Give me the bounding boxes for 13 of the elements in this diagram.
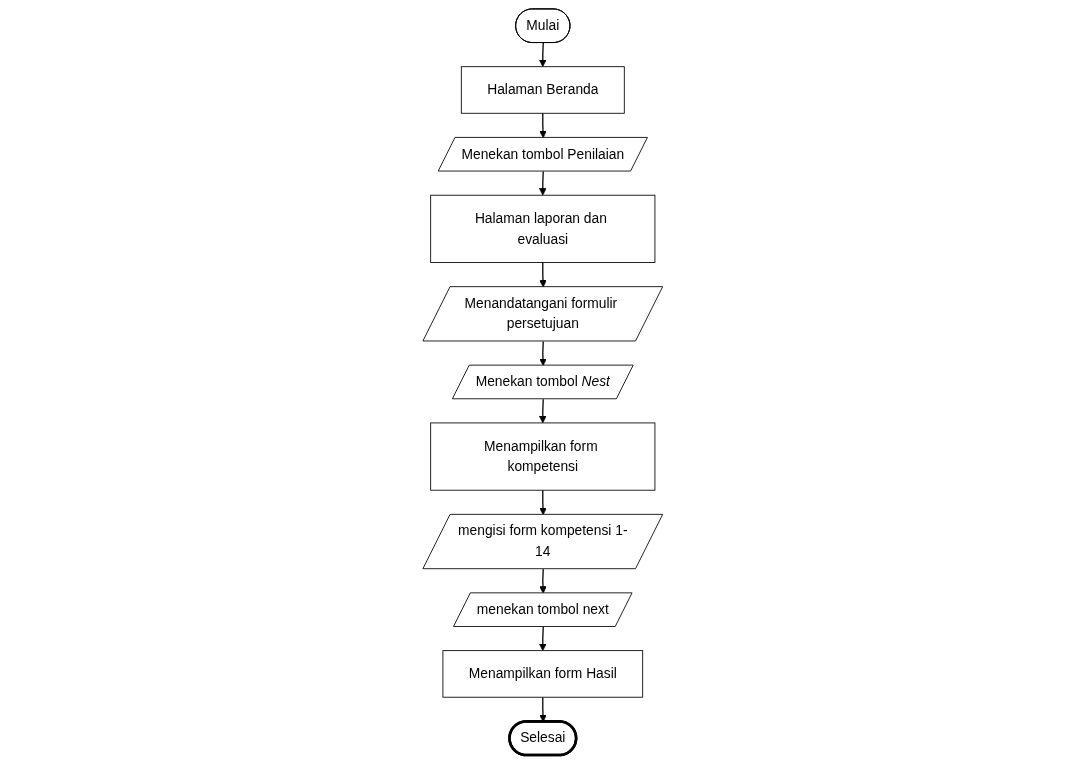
node-box: Halaman laporan dan evaluasi xyxy=(429,194,656,263)
arrow xyxy=(538,170,547,196)
arrow xyxy=(538,42,547,68)
arrow xyxy=(538,112,547,139)
arrow xyxy=(538,340,547,366)
arrow xyxy=(538,568,547,594)
arrow xyxy=(538,626,547,652)
node-box: Halaman Beranda xyxy=(460,66,625,114)
node-box: Menampilkan form kompetensi xyxy=(429,422,656,491)
arrow xyxy=(538,261,547,288)
arrow xyxy=(538,398,547,424)
node-box: Menampilkan form Hasil xyxy=(442,650,643,698)
arrow xyxy=(538,489,547,516)
